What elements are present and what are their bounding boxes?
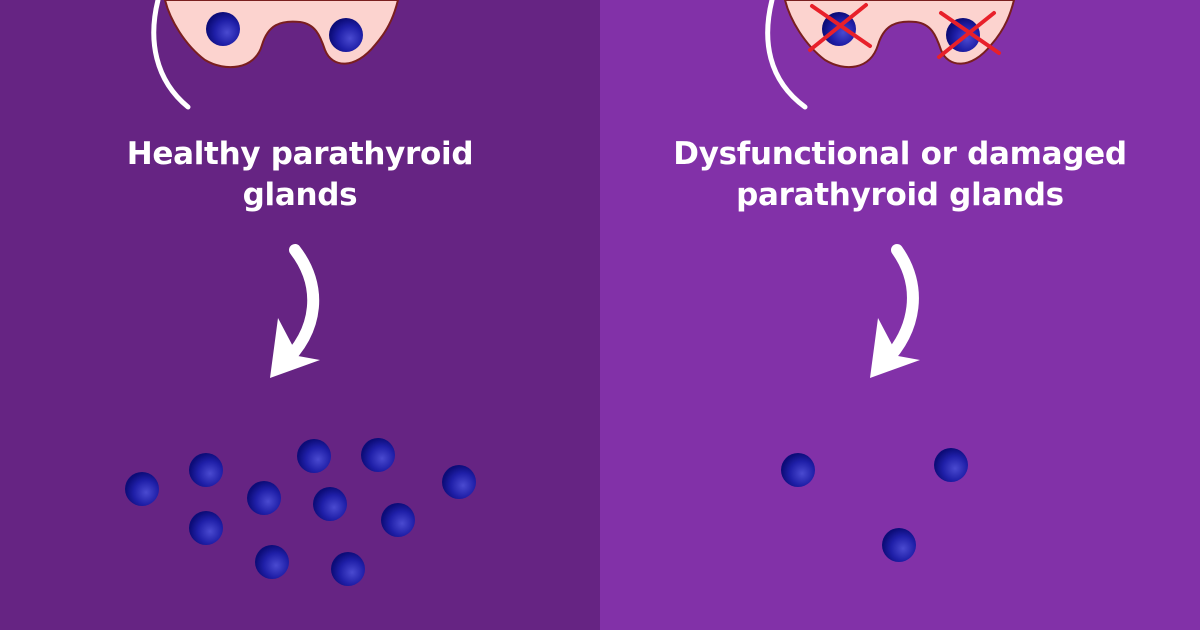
damaged-panel: Dysfunctional or damaged parathyroid gla… [600,0,1200,630]
calcium-particle [189,453,223,487]
caption-line: Dysfunctional or damaged [673,136,1127,172]
healthy-illustration [125,0,476,586]
parathyroid-gland-icon [329,18,363,52]
calcium-particle [331,552,365,586]
calcium-particle [361,438,395,472]
caption-line: Healthy parathyroid [126,136,474,172]
neck-curve-icon [151,0,191,110]
calcium-particle [189,511,223,545]
parathyroid-gland-icon [206,12,240,46]
calcium-particle [882,528,916,562]
arrow-down-icon [270,244,320,378]
damaged-caption: Dysfunctional or damaged parathyroid gla… [600,134,1200,216]
damaged-illustration [765,0,1016,562]
calcium-particle [442,465,476,499]
calcium-particle [247,481,281,515]
calcium-particle [381,503,415,537]
healthy-caption: Healthy parathyroid glands [0,134,600,216]
calcium-particle [934,448,968,482]
caption-line: glands [242,177,358,213]
calcium-particle [313,487,347,521]
caption-line: parathyroid glands [736,177,1064,213]
calcium-particle [297,439,331,473]
healthy-panel: Healthy parathyroid glands [0,0,600,630]
calcium-particle [781,453,815,487]
thyroid-icon [163,0,400,68]
calcium-particles [781,448,968,562]
neck-curve-icon [765,0,808,110]
cross-icon [808,3,1001,59]
calcium-particle [125,472,159,506]
calcium-particles [125,438,476,586]
calcium-particle [255,545,289,579]
arrow-down-icon [870,244,920,378]
